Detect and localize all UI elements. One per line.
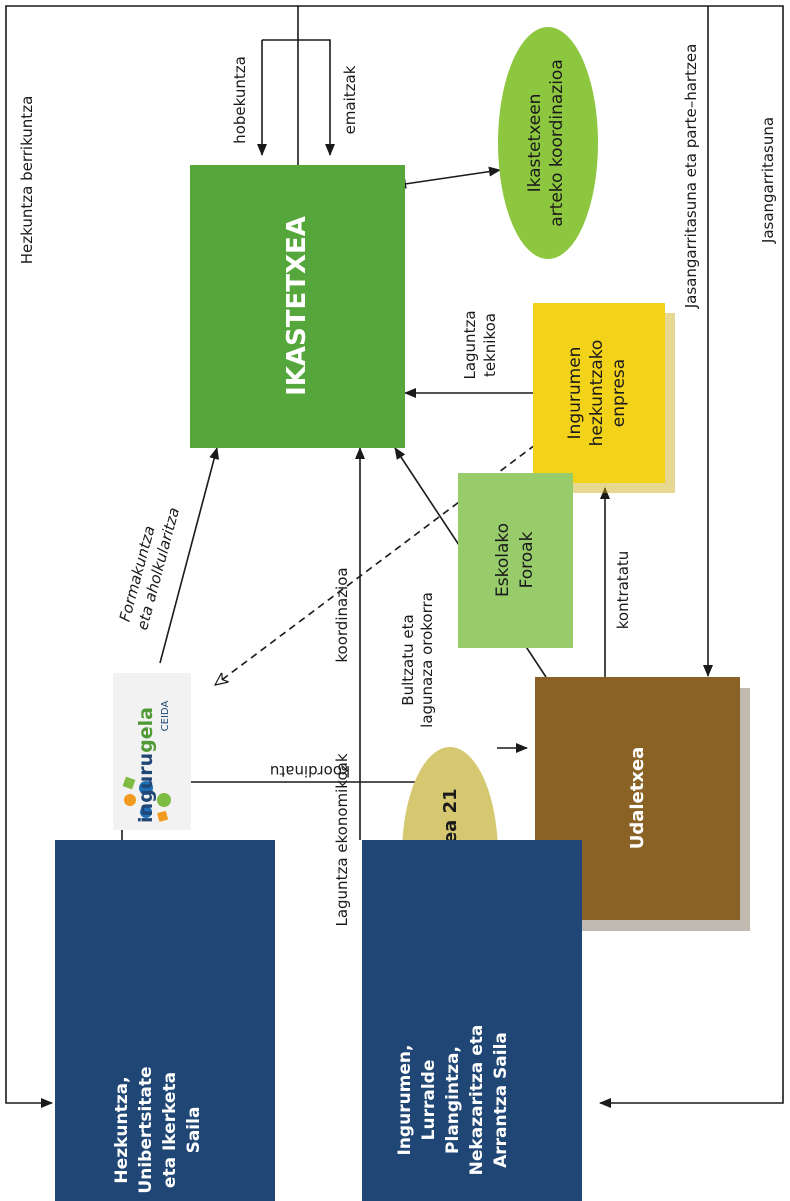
- forum-label-2: Foroak: [517, 531, 537, 588]
- ingurugela-subtitle: CEIDA: [160, 701, 171, 732]
- environment-dept-label-4: Nekazaritza eta: [467, 1025, 487, 1176]
- coordination-label-1: Ikastetxeen: [525, 94, 545, 193]
- education-dept-label-3: eta Ikerketa: [160, 1072, 180, 1188]
- environment-dept-label-2: Lurralde: [419, 1060, 439, 1141]
- label-laguntza-ekonomikoak: Laguntza ekonomikoak: [333, 753, 351, 926]
- ingurugela-name: ingurugela: [135, 707, 157, 823]
- coordination-label-2: arteko koordinazioa: [547, 59, 567, 226]
- label-hobekuntza: hobekuntza: [231, 56, 249, 144]
- company-label-3: enpresa: [609, 359, 629, 427]
- label-emaitzak: emaitzak: [341, 65, 359, 134]
- environment-dept-label-3: Plangintza,: [443, 1046, 463, 1154]
- education-dept-label-4: Saila: [184, 1107, 204, 1154]
- environment-department-box: Ingurumen, Lurralde Plangintza, Nekazari…: [362, 840, 582, 1201]
- label-hezkuntza-berrikuntza: Hezkuntza berrikuntza: [18, 96, 36, 265]
- label-bultzatu-2: lagunaza orokorra: [418, 592, 436, 728]
- school-label: IKASTETXEA: [282, 216, 312, 396]
- label-jasangarritasuna-parte: Jasangarritasuna eta parte–hartzea: [682, 44, 700, 310]
- label-laguntza-teknikoa-2: teknikoa: [481, 313, 499, 377]
- company-label-2: hezkuntzako: [587, 340, 607, 447]
- puzzle-logo-icon: [122, 776, 171, 822]
- label-koordinatu: koordinatu: [270, 762, 350, 780]
- environment-dept-label-1: Ingurumen,: [395, 1045, 415, 1156]
- company-box: Ingurumen hezkuntzako enpresa: [533, 303, 675, 493]
- label-jasangarritasuna: Jasangarritasuna: [759, 117, 777, 244]
- education-dept-label-1: Hezkuntza,: [112, 1076, 132, 1183]
- education-dept-label-2: Unibertsitate: [136, 1066, 156, 1193]
- label-kontratatu: kontratatu: [614, 551, 632, 630]
- education-department-box: Hezkuntza, Unibertsitate eta Ikerketa Sa…: [55, 840, 275, 1201]
- label-koordinazioa: koordinazioa: [333, 567, 351, 662]
- ingurugela-box: ingurugela CEIDA: [113, 673, 191, 830]
- company-label-1: Ingurumen: [565, 347, 585, 440]
- label-bultzatu-1: Bultzatu eta: [399, 614, 417, 705]
- coordination-ellipse: Ikastetxeen arteko koordinazioa: [498, 27, 598, 259]
- forum-label-1: Eskolako: [493, 523, 513, 597]
- label-laguntza-teknikoa-1: Laguntza: [461, 310, 479, 379]
- town-hall-label: Udaletxea: [627, 747, 648, 850]
- environment-dept-label-5: Arrantza Saila: [491, 1032, 511, 1168]
- school-box: IKASTETXEA: [190, 165, 405, 448]
- forum-box: Eskolako Foroak: [458, 473, 573, 648]
